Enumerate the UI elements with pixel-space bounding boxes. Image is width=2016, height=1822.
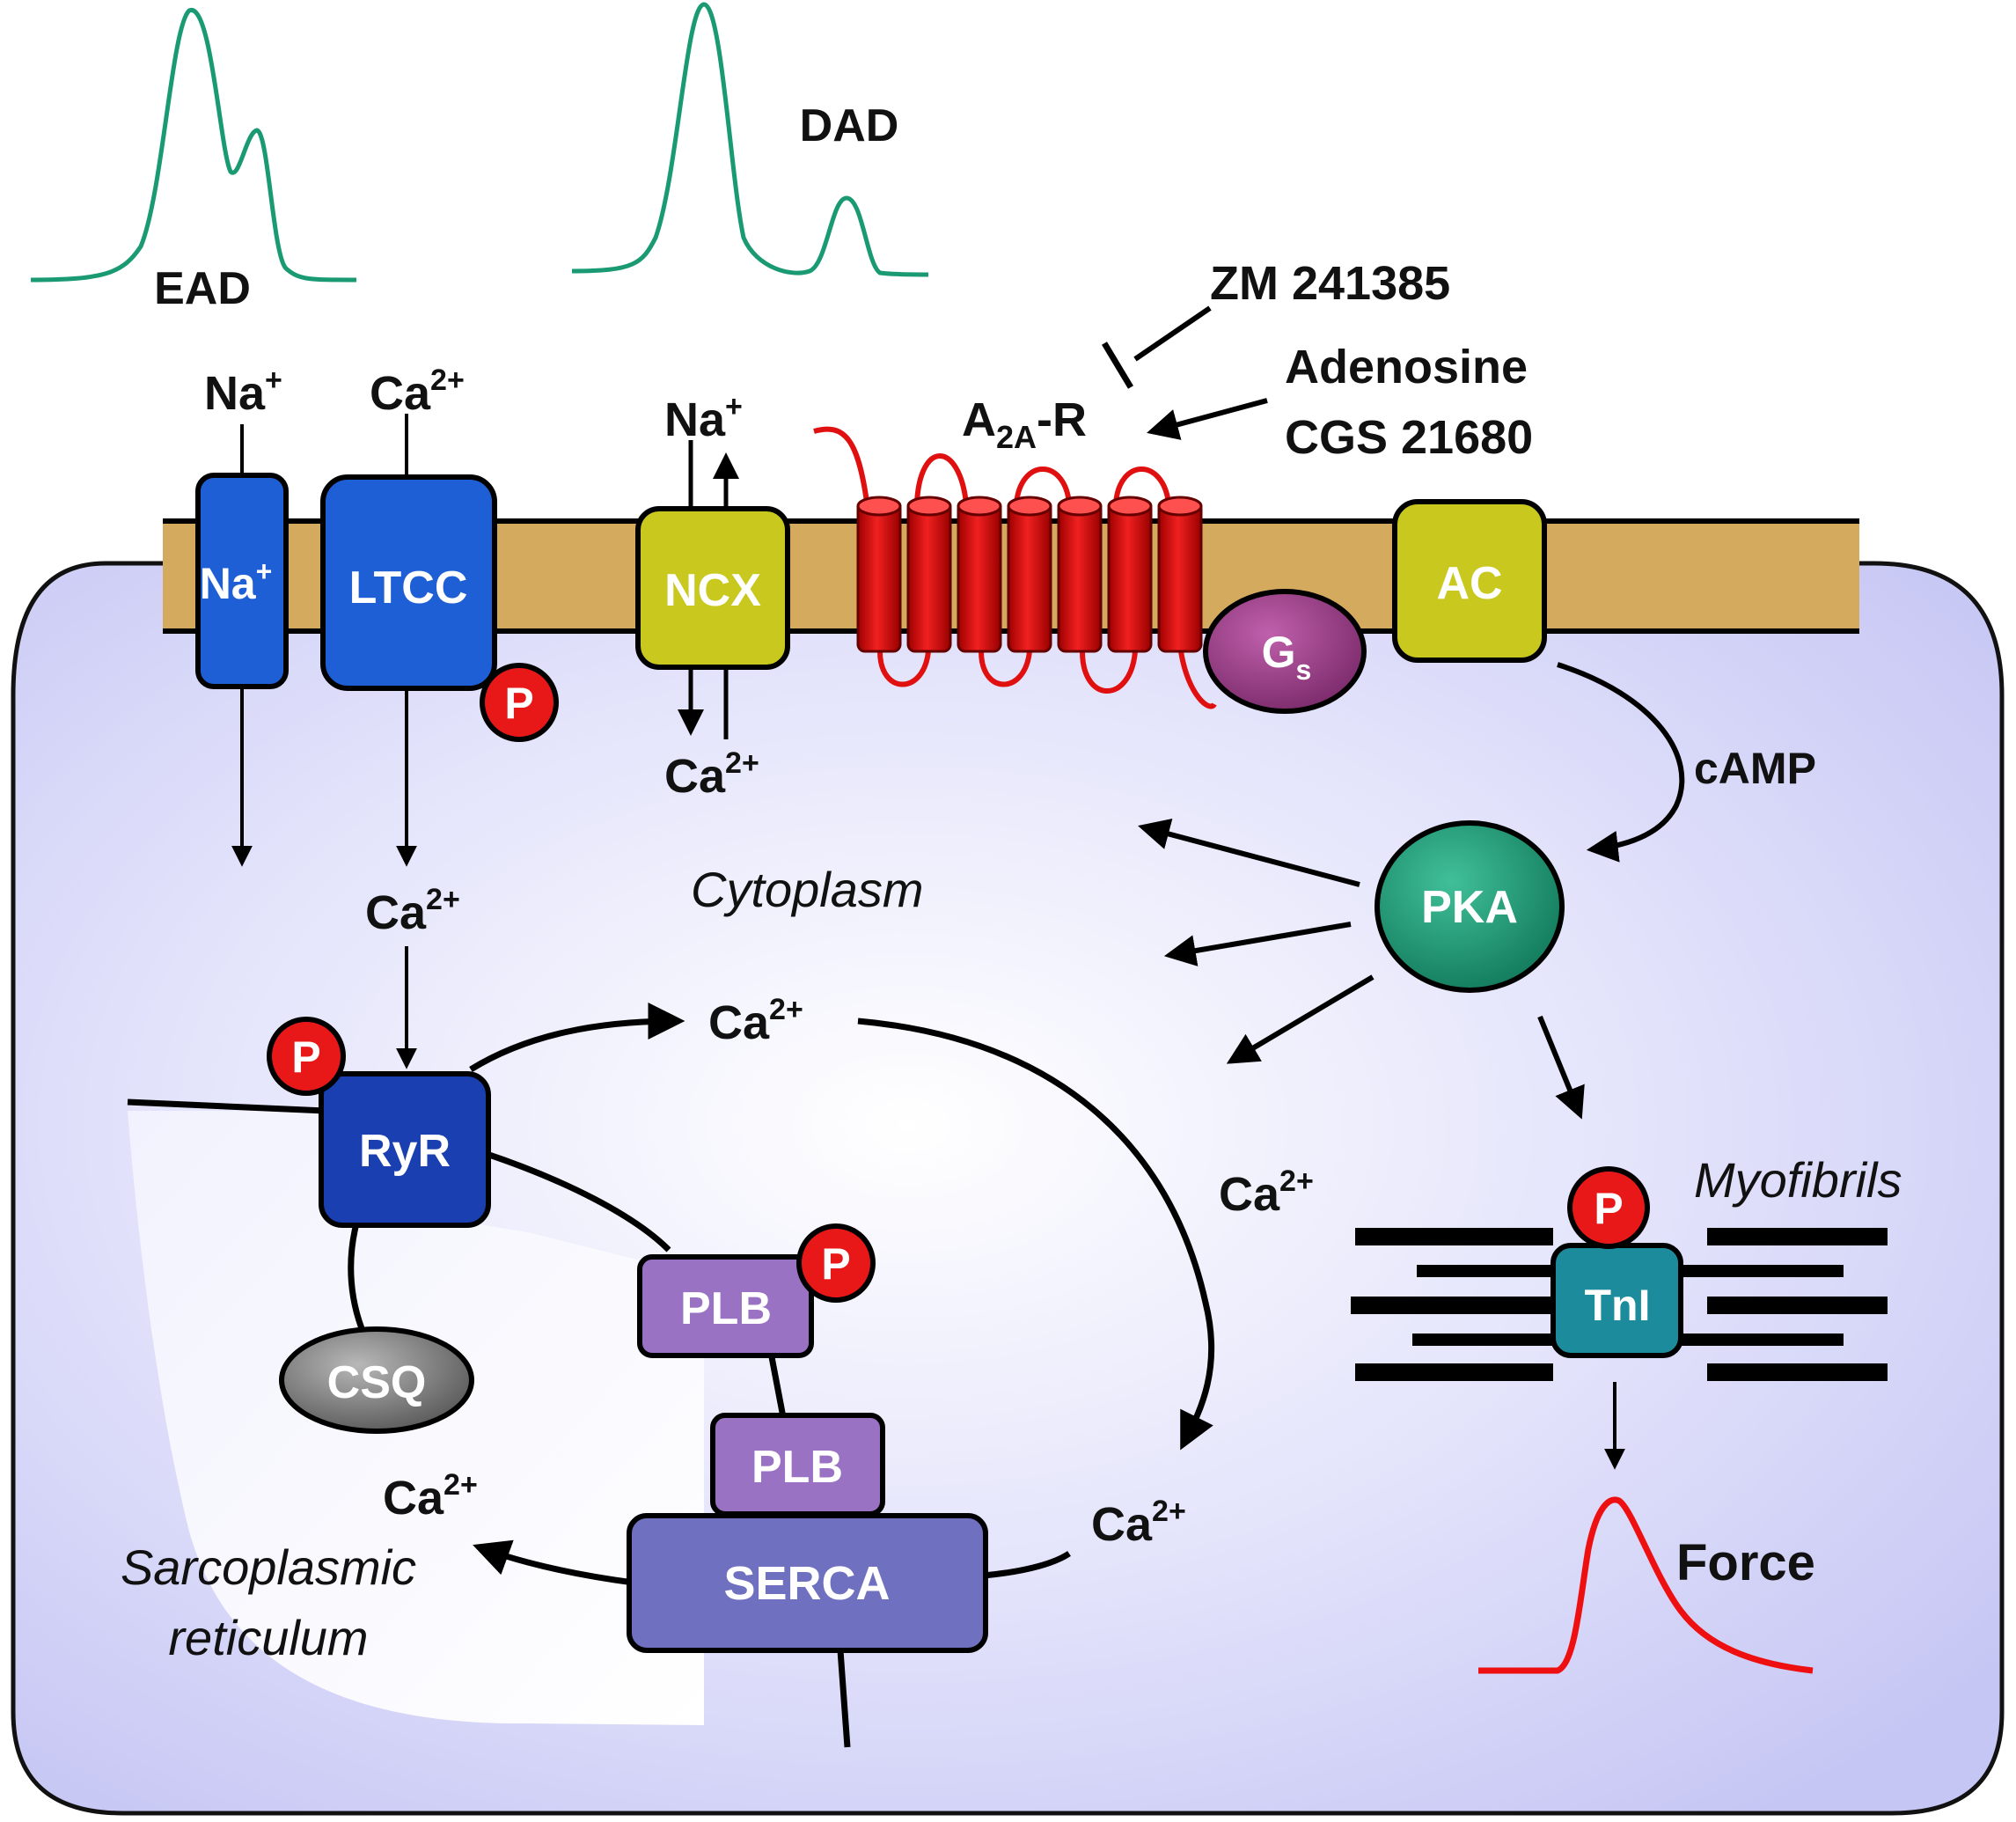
ryr-label: RyR — [359, 1126, 451, 1177]
pka — [1375, 820, 1565, 993]
camp-label: cAMP — [1694, 744, 1816, 793]
inhibition-line — [1133, 305, 1212, 362]
ca-ion-serca-in: Ca2+ — [1091, 1495, 1186, 1551]
csq-label: CSQ — [327, 1357, 427, 1408]
adenylyl-cyclase — [1392, 499, 1547, 663]
sr-membrane-ryr-plb — [482, 1150, 671, 1253]
cgs21680-label: CGS 21680 — [1285, 411, 1533, 464]
plb-phospho — [796, 1223, 876, 1303]
ryr-channel — [319, 1071, 491, 1228]
force-label: Force — [1676, 1534, 1815, 1591]
sr-label-line1: Sarcoplasmic — [121, 1539, 416, 1595]
ca-reuptake-arrow — [857, 1018, 1215, 1451]
svg-text:P: P — [504, 679, 533, 728]
svg-text:P: P — [1594, 1184, 1623, 1233]
ca-ion-ncx: Ca2+ — [664, 746, 759, 803]
sr-membrane-serca-right — [983, 1551, 1071, 1579]
agonist-arrow — [1147, 398, 1268, 440]
serca-label: SERCA — [723, 1557, 890, 1610]
sr-membrane-serca-left — [473, 1539, 634, 1586]
myofibrils-label: Myofibrils — [1694, 1152, 1902, 1208]
ncx-exchanger — [635, 506, 790, 670]
na-ion-extracellular: Na+ — [204, 364, 282, 420]
ca-ion-ltcc: Ca2+ — [370, 364, 465, 420]
zm241385-label: ZM 241385 — [1210, 257, 1450, 310]
ryr-release-arrow — [469, 1003, 685, 1072]
ca-ion-released: Ca2+ — [708, 993, 803, 1049]
ead-trace — [30, 8, 357, 283]
sr-membrane-serca-bottom — [837, 1649, 851, 1748]
na-ion-ncx: Na+ — [664, 390, 743, 446]
ltcc-phospho — [480, 663, 559, 742]
ca-ion-sr-lumen: Ca2+ — [383, 1468, 478, 1524]
ncx-label: NCX — [664, 565, 761, 616]
plb-label-upper: PLB — [680, 1283, 772, 1334]
a2a-receptor — [813, 426, 1217, 709]
ltcc-channel — [320, 474, 497, 691]
ryr-phospho — [267, 1017, 346, 1096]
plb-label-lower: PLB — [751, 1442, 843, 1493]
ca-ion-cytosolic: Ca2+ — [365, 883, 460, 939]
sr-membrane — [127, 1098, 326, 1114]
ca-ion-cytosol-right: Ca2+ — [1219, 1164, 1314, 1221]
pka-arrow-1 — [1138, 818, 1360, 887]
svg-text:P: P — [821, 1239, 850, 1289]
pka-arrow-3 — [1226, 974, 1375, 1064]
pka-label: PKA — [1421, 882, 1518, 933]
cytoplasm-label: Cytoplasm — [691, 862, 924, 917]
dad-trace — [571, 2, 929, 277]
ead-label: EAD — [154, 263, 251, 314]
dad-label: DAD — [800, 100, 899, 151]
pka-arrow-tni — [1537, 1015, 1585, 1120]
tni-label: TnI — [1585, 1281, 1651, 1330]
gs-protein — [1203, 589, 1367, 714]
adenosine-label: Adenosine — [1285, 341, 1528, 393]
ltcc-label: LTCC — [349, 562, 468, 613]
sr-label-line2: reticulum — [168, 1610, 368, 1665]
camp-arrow — [1557, 662, 1685, 863]
plb-phosphorylated — [637, 1254, 814, 1358]
svg-text:P: P — [291, 1032, 320, 1082]
na-channel-label: Na+ — [200, 555, 273, 608]
gs-label: Gs — [1262, 628, 1312, 686]
pka-arrow-2 — [1163, 922, 1352, 966]
serca-pump — [627, 1513, 988, 1653]
tni-phospho — [1567, 1166, 1650, 1249]
csq — [279, 1326, 474, 1434]
force-trace — [1478, 1496, 1814, 1674]
a2a-receptor-label: A2A-R — [962, 393, 1087, 455]
ac-label: AC — [1436, 558, 1502, 609]
